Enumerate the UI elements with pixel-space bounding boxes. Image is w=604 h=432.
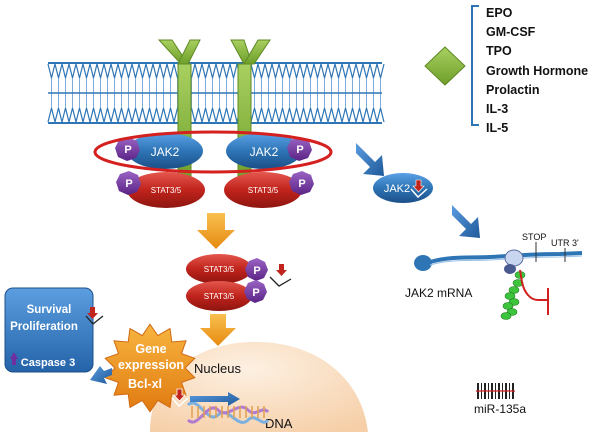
ligand-il-3: IL-3 [486, 102, 509, 117]
svg-text:JAK2: JAK2 [250, 145, 279, 159]
svg-text:STAT3/5: STAT3/5 [248, 186, 279, 195]
ligand-il-5: IL-5 [486, 121, 509, 136]
phospho-jak-left: P [115, 137, 140, 161]
jak2-right: JAK2 [226, 133, 302, 169]
ligand-list: EPO GM-CSF TPO Growth Hormone Prolactin … [486, 4, 588, 138]
svg-text:P: P [252, 287, 259, 299]
dna-helix [186, 401, 270, 424]
outcome-box: Survival Proliferation Caspase 3 [4, 287, 104, 373]
arrow-activation-down-2 [200, 314, 236, 346]
mrna-label: JAK2 mRNA [405, 286, 472, 300]
jak2-mrna: STOP UTR 3' JAK2 mRNA [405, 232, 583, 300]
ligand-diamond [424, 46, 466, 86]
ligand-prolactin: Prolactin [486, 82, 540, 97]
dna-label: DNA [265, 416, 293, 431]
svg-text:P: P [253, 265, 260, 277]
stop-label: STOP [522, 232, 546, 242]
arrow-dna-link [190, 392, 240, 406]
stat-right: STAT3/5 [224, 172, 302, 208]
jak2-left: JAK2 [127, 133, 203, 169]
ribosome-complex [504, 249, 524, 274]
arrow-jak-to-complex [356, 143, 384, 176]
svg-text:STAT3/5: STAT3/5 [204, 292, 235, 301]
inhibition-symbol [519, 269, 549, 315]
arrow-activation-down-1 [197, 213, 235, 249]
decrease-marker-dimer [269, 264, 292, 287]
phospho-jak-right: P [287, 137, 312, 161]
svg-text:Bcl-xl: Bcl-xl [128, 377, 162, 391]
stat-left: STAT3/5 [127, 172, 205, 208]
svg-text:expression: expression [118, 358, 184, 372]
phospho-stat-left: P [116, 171, 141, 195]
ligand-bracket [471, 5, 479, 126]
ligand-tpo: TPO [486, 44, 512, 59]
phospho-dimer-bottom-visible: P [244, 280, 267, 303]
svg-text:Gene: Gene [135, 342, 166, 356]
ligand-gm-csf: GM-CSF [486, 25, 536, 40]
svg-text:JAK2: JAK2 [151, 145, 180, 159]
ligand-growth-hormone: Growth Hormone [486, 63, 589, 78]
jak2-free: JAK2 [373, 173, 433, 203]
gene-expression-burst: Gene expression Bcl-xl [104, 323, 196, 413]
caspase-label: Caspase 3 [21, 357, 75, 369]
ligand-epo: EPO [486, 6, 513, 20]
cell-membrane [47, 62, 385, 124]
svg-text:P: P [124, 144, 131, 156]
highlight-oval [93, 130, 333, 174]
arrow-to-survival [90, 366, 112, 384]
svg-text:P: P [298, 178, 305, 190]
svg-text:JAK2: JAK2 [384, 183, 410, 195]
mirna-beads [500, 271, 526, 320]
phospho-dimer-top: P [245, 258, 268, 281]
stat-dimer: STAT3/5 STAT3/5 [186, 254, 252, 311]
phospho-stat-right: P [289, 171, 314, 195]
svg-text:STAT3/5: STAT3/5 [204, 265, 235, 274]
mirna-barcode-icon [476, 383, 515, 399]
arrow-mrna-to-jak [452, 205, 480, 238]
utr-label: UTR 3' [551, 238, 579, 248]
mirna-label: miR-135a [474, 402, 526, 416]
nucleus-label: Nucleus [194, 361, 241, 376]
svg-text:STAT3/5: STAT3/5 [151, 186, 182, 195]
proliferation-label: Proliferation [10, 321, 78, 333]
svg-text:P: P [125, 178, 132, 190]
svg-text:P: P [296, 144, 303, 156]
survival-label: Survival [27, 304, 72, 316]
